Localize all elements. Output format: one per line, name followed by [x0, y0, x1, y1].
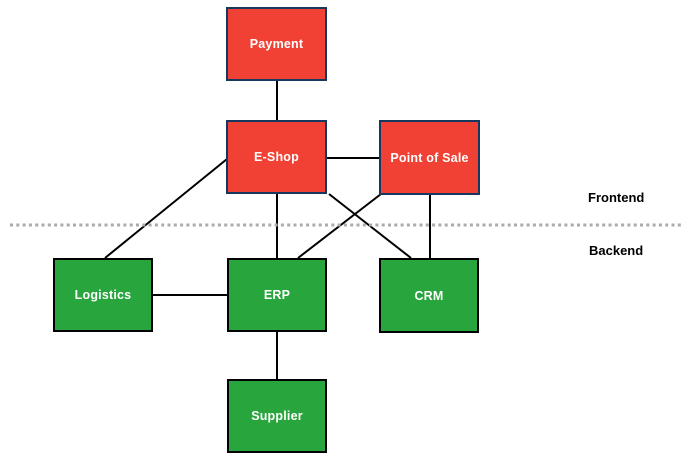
node-eshop: E-Shop: [226, 120, 327, 194]
node-payment-label: Payment: [249, 37, 304, 51]
edge-eshop-logistics: [104, 158, 228, 259]
frontend-zone-label: Frontend: [588, 190, 645, 205]
node-pos: Point of Sale: [379, 120, 480, 195]
node-logistics: Logistics: [53, 258, 153, 332]
node-crm: CRM: [379, 258, 479, 333]
node-crm-label: CRM: [414, 288, 444, 303]
node-supplier: Supplier: [227, 379, 327, 453]
node-payment: Payment: [226, 7, 327, 81]
node-logistics-label: Logistics: [74, 288, 132, 302]
backend-zone-label: Backend: [589, 243, 644, 258]
node-pos-label: Point of Sale: [390, 150, 469, 165]
node-eshop-label: E-Shop: [254, 150, 299, 164]
node-erp: ERP: [227, 258, 327, 332]
node-supplier-label: Supplier: [251, 409, 303, 423]
node-erp-label: ERP: [263, 288, 291, 302]
